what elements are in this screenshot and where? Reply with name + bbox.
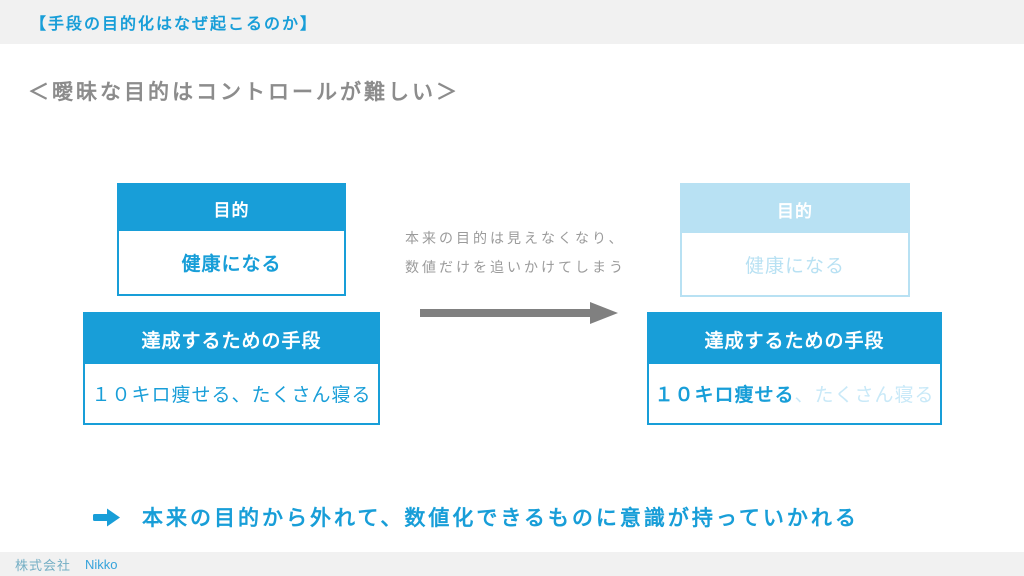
purpose-box-after: 目的 健康になる (680, 183, 910, 297)
title-bar: 【手段の目的化はなぜ起こるのか】 (0, 0, 1024, 44)
means-box-after: 達成するための手段 １０キロ痩せる、たくさん寝る (647, 312, 942, 425)
conclusion-text: 本来の目的から外れて、数値化できるものに意識が持っていかれる (142, 507, 859, 530)
purpose-box-after-body: 健康になる (744, 255, 845, 277)
means-box-before-body: １０キロ痩せる、たくさん寝る (91, 385, 372, 406)
means-box-before: 達成するための手段 １０キロ痩せる、たくさん寝る (83, 312, 380, 425)
means-after-faded-text: 、たくさん寝る (794, 385, 935, 406)
footer-bar: 株式会社 Nikko (0, 552, 1024, 576)
purpose-box-before-header: 目的 (119, 185, 344, 231)
footer-company-label: 株式会社 (15, 557, 72, 573)
transition-caption-line2: 数値だけを追いかけてしまう (405, 259, 626, 275)
means-after-emphasis-text: １０キロ痩せる (654, 385, 795, 406)
means-box-after-body: １０キロ痩せる、たくさん寝る (649, 364, 940, 423)
means-box-before-header: 達成するための手段 (85, 314, 378, 364)
footer-company-name: Nikko (85, 556, 118, 572)
section-subtitle: ＜曖昧な目的はコントロールが難しい＞ (28, 81, 460, 104)
page-title: 【手段の目的化はなぜ起こるのか】 (30, 16, 319, 33)
right-arrow-icon (93, 508, 120, 526)
means-box-after-header: 達成するための手段 (649, 314, 940, 364)
conclusion-row: 本来の目的から外れて、数値化できるものに意識が持っていかれる (93, 502, 859, 532)
transition-caption-line1: 本来の目的は見えなくなり、 (405, 230, 626, 246)
purpose-box-before-body: 健康になる (181, 254, 282, 275)
right-arrow-icon (420, 302, 618, 324)
purpose-box-after-header: 目的 (682, 185, 908, 233)
purpose-box-before: 目的 健康になる (117, 183, 346, 296)
transition-caption: 本来の目的は見えなくなり、 数値だけを追いかけてしまう (405, 224, 626, 282)
